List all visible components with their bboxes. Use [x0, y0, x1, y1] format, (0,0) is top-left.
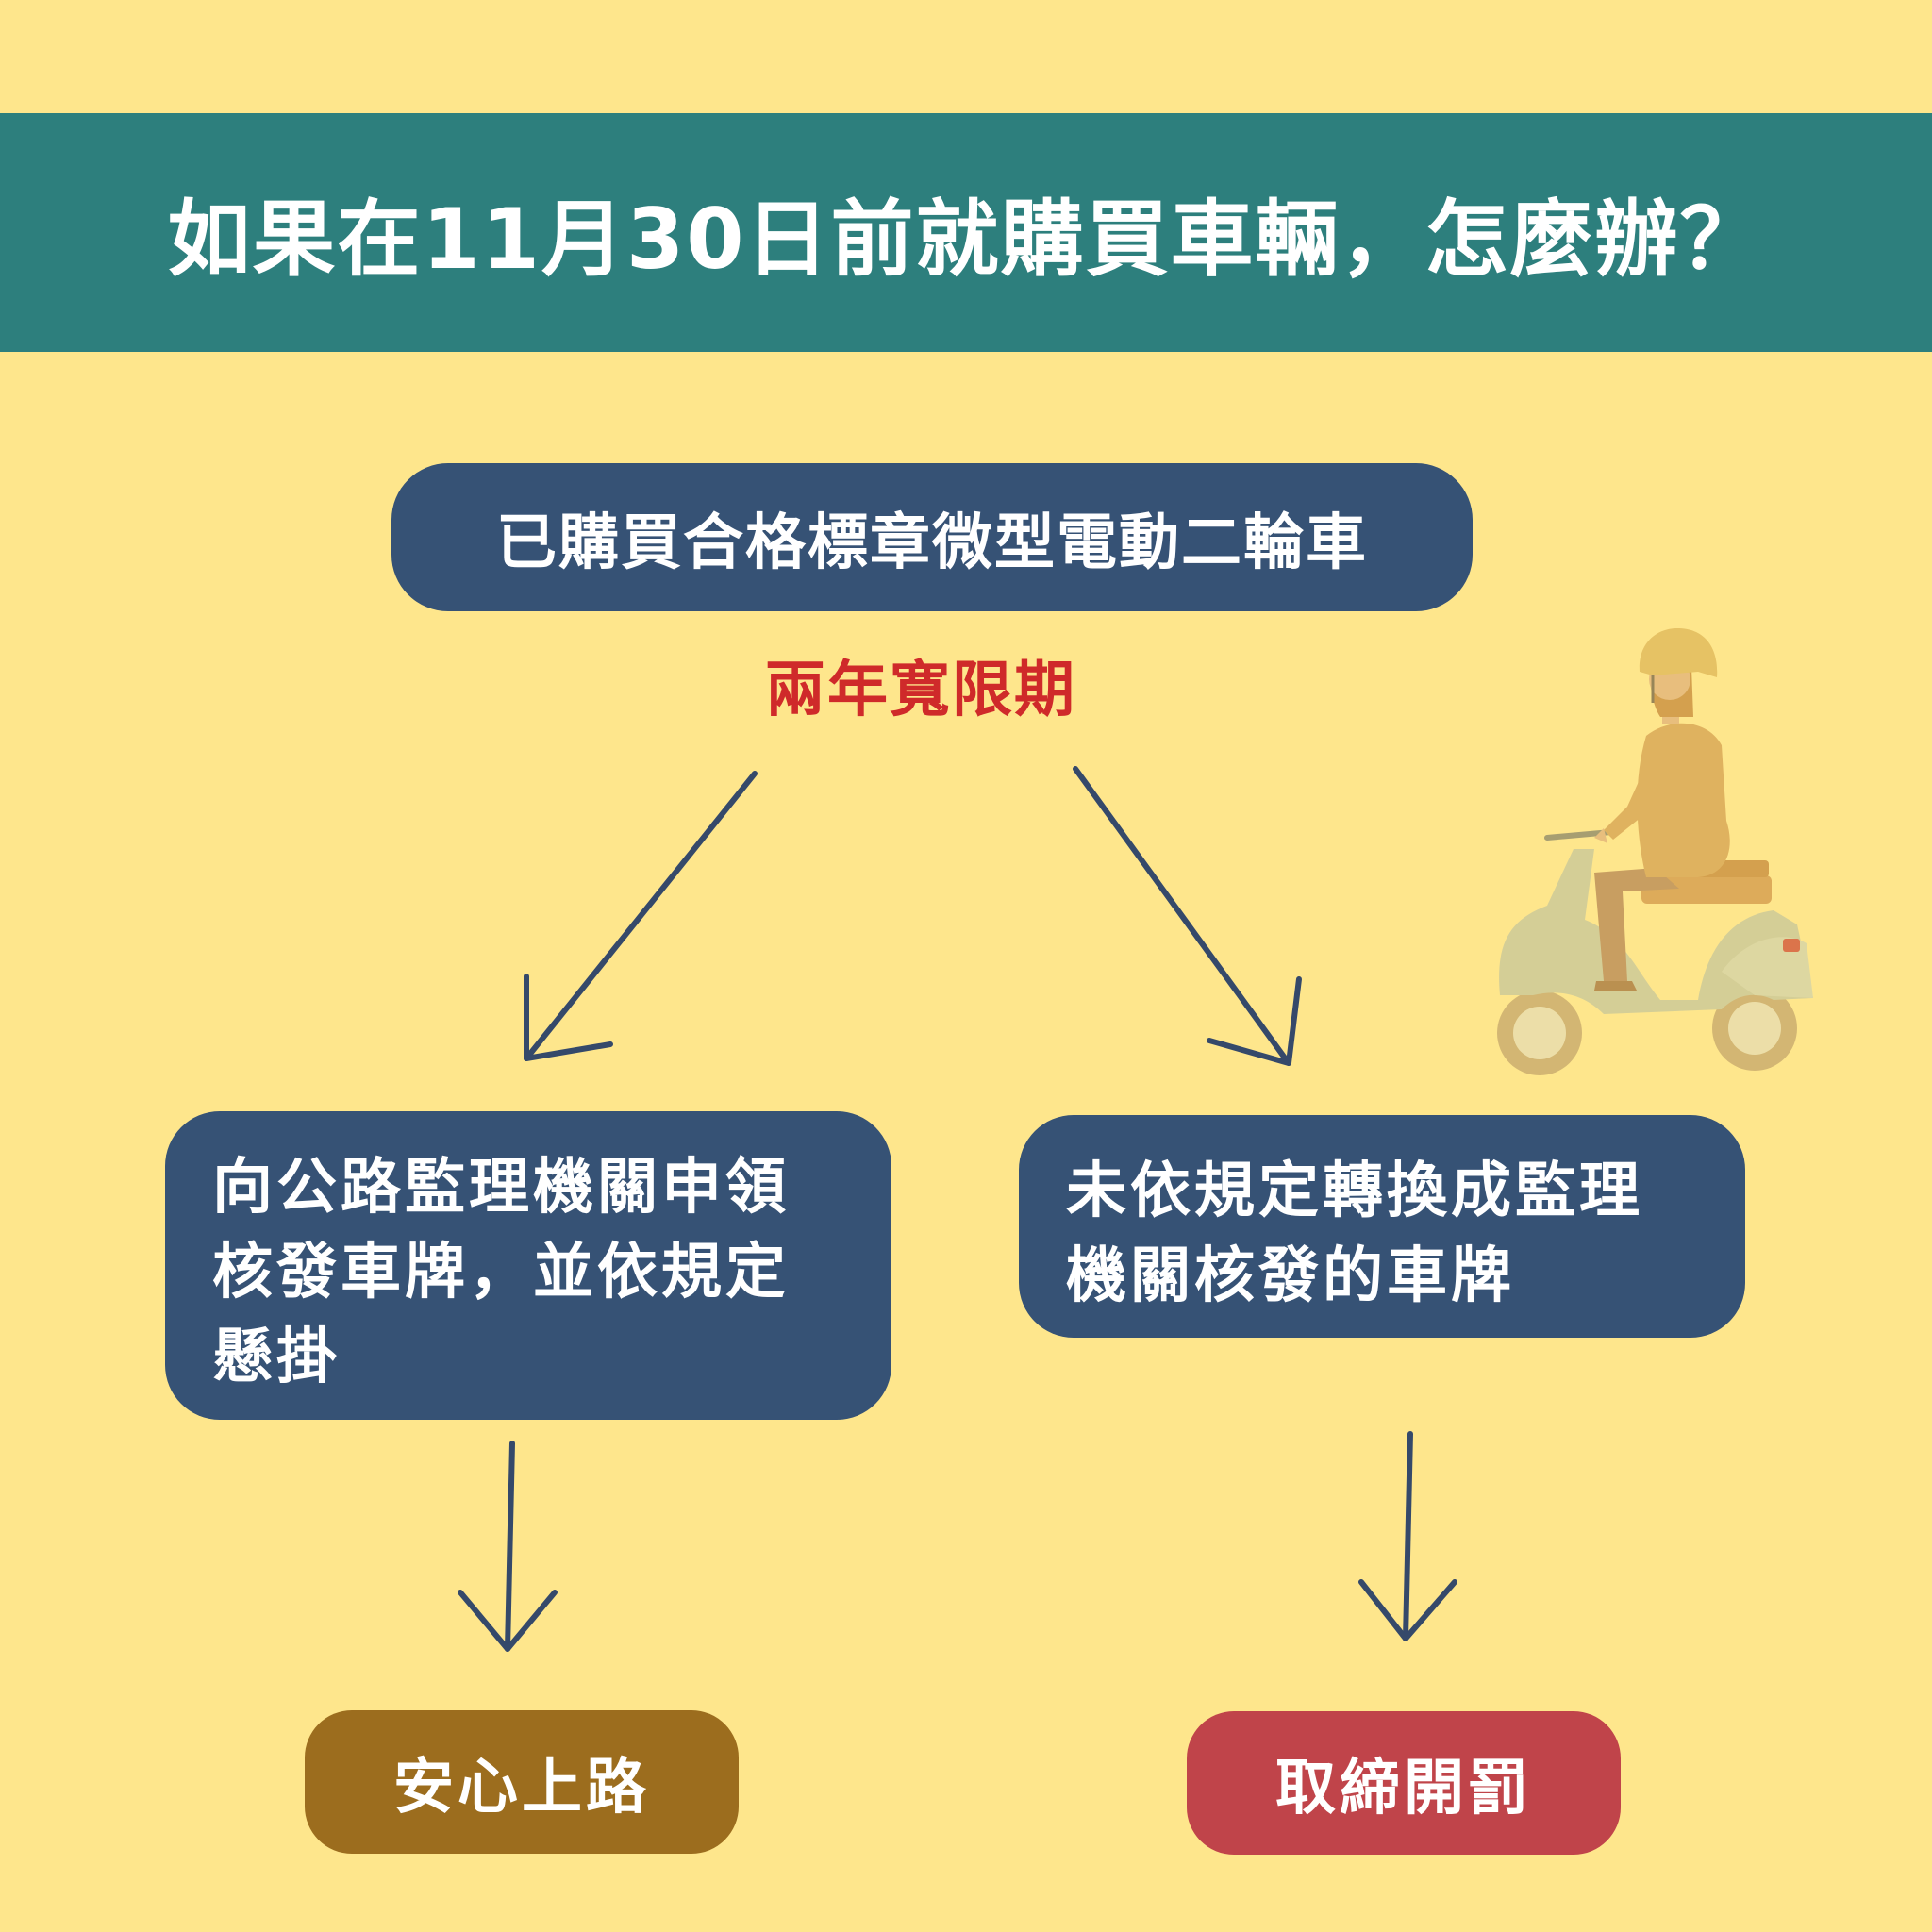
option-line: 懸掛	[212, 1323, 341, 1392]
start-box: 已購買合格標章微型電動二輪車	[391, 463, 1473, 611]
option-line: 核發車牌，並依規定	[212, 1238, 790, 1307]
grace-period-label: 兩年寬限期	[765, 656, 1076, 725]
page-title: 如果在11月30日前就購買車輛，怎麼辦？	[167, 191, 1765, 288]
result-fine-box: 取締開罰	[1187, 1711, 1621, 1855]
title-banner: 如果在11月30日前就購買車輛，怎麼辦？	[0, 113, 1932, 352]
arrow-down-safe	[458, 1441, 558, 1652]
option-line: 未依規定轉換成監理	[1066, 1157, 1643, 1226]
arrow-down-fine	[1358, 1431, 1457, 1641]
option-line: 向公路監理機關申領	[212, 1153, 790, 1223]
result-safe-box: 安心上路	[305, 1710, 739, 1854]
option-box-not-converted: 未依規定轉換成監理 機關核發的車牌	[1019, 1115, 1745, 1338]
option-line: 機關核發的車牌	[1066, 1241, 1515, 1311]
arrow-down-left	[524, 771, 758, 1061]
option-box-register: 向公路監理機關申領 核發車牌，並依規定 懸掛	[165, 1111, 891, 1420]
arrow-down-right	[1073, 766, 1302, 1066]
